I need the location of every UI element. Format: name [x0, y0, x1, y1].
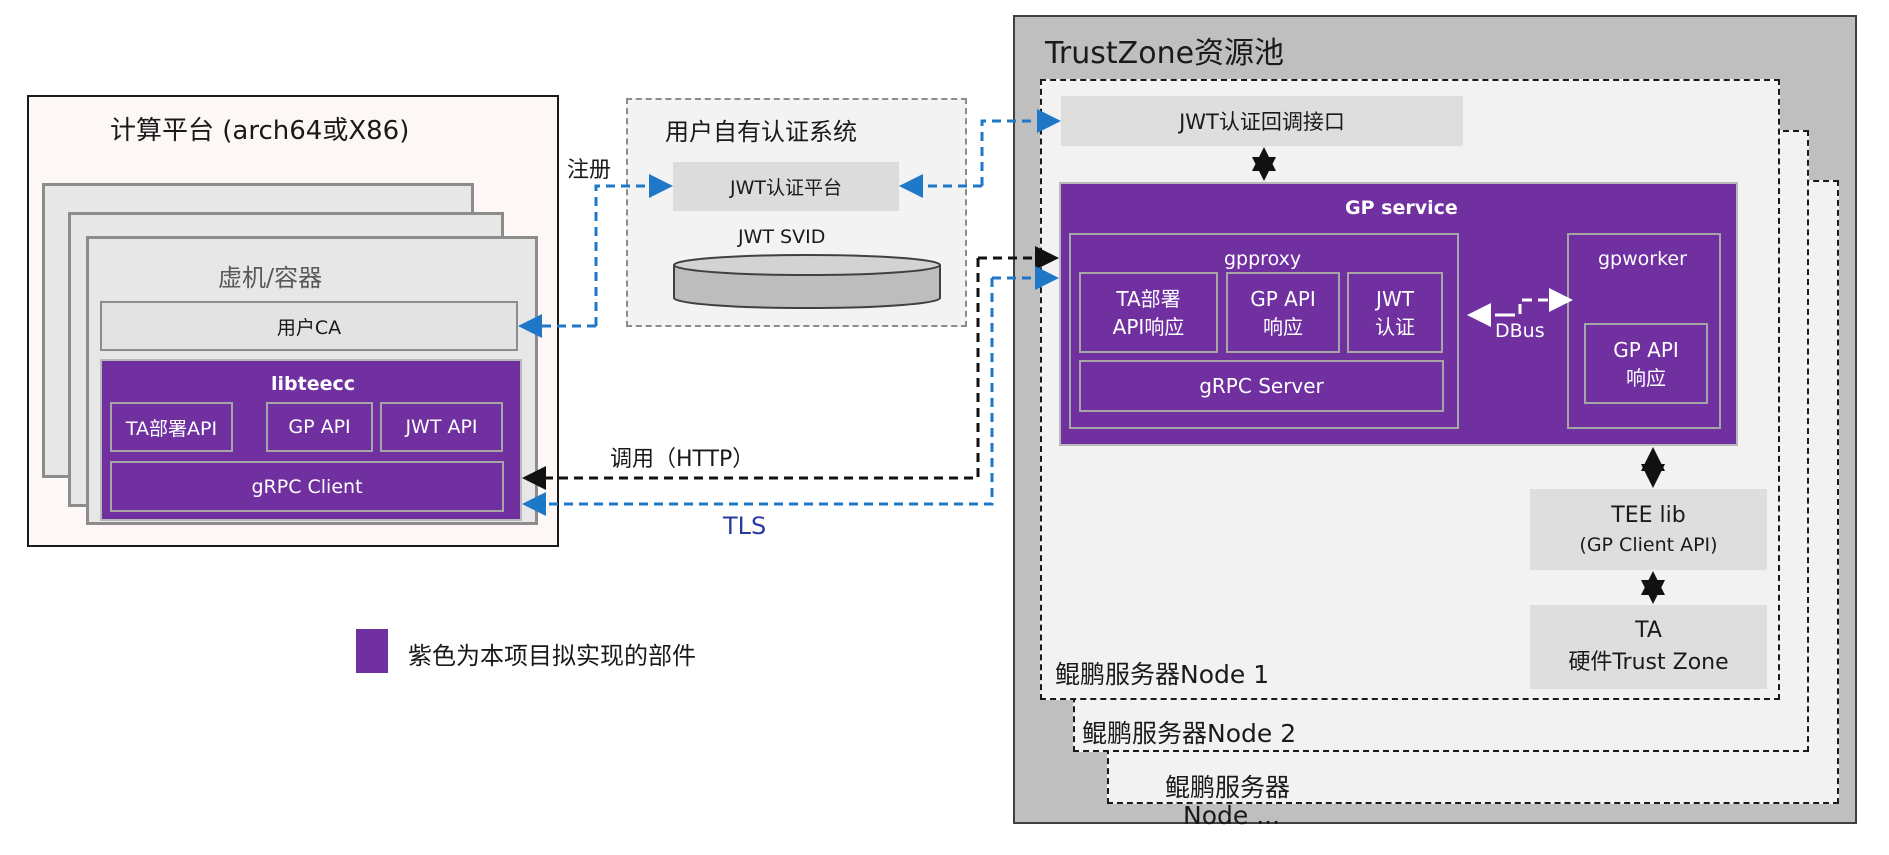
- gpworker-response-line2: 响应: [1626, 365, 1666, 390]
- grpc-client-box: gRPC Client: [110, 461, 504, 512]
- register-label: 注册: [567, 158, 612, 183]
- gp-api-response-line2: 响应: [1263, 314, 1303, 339]
- jwt-auth-module-box: JWT 认证: [1347, 272, 1443, 353]
- gp-api-response-line1: GP API: [1250, 286, 1316, 311]
- legend-swatch: [356, 629, 388, 673]
- grpc-client-label: gRPC Client: [251, 475, 363, 498]
- dbus-label: DBus: [1495, 320, 1545, 342]
- compute-platform-title: 计算平台 (arch64或X86): [110, 116, 410, 146]
- tee-lib-line2: (GP Client API): [1579, 533, 1718, 556]
- ta-deploy-api-box: TA部署API: [110, 402, 233, 452]
- ta-line1: TA: [1635, 618, 1662, 643]
- gpworker-gp-api-response-box: GP API 响应: [1584, 323, 1708, 404]
- node-n-label-line1: 鲲鹏服务器: [1165, 773, 1291, 802]
- jwt-api-box: JWT API: [380, 402, 503, 452]
- user-ca-box: 用户CA: [100, 301, 518, 351]
- gp-api-response-box: GP API 响应: [1226, 272, 1340, 353]
- tee-lib-line1: TEE lib: [1611, 502, 1686, 528]
- ta-line2: 硬件Trust Zone: [1568, 650, 1729, 675]
- node-n-label-line2: Node ...: [1183, 801, 1281, 830]
- jwt-auth-platform-box: JWT认证平台: [673, 162, 899, 211]
- libteecc-box: [100, 359, 522, 521]
- vm-container-label: 虚机/容器: [218, 264, 323, 292]
- gpproxy-box: [1069, 233, 1459, 429]
- ta-deploy-api-label: TA部署API: [125, 417, 218, 440]
- jwt-api-label: JWT API: [405, 416, 478, 438]
- gpworker-box: [1567, 233, 1721, 429]
- jwt-svid-label: JWT SVID: [738, 226, 826, 248]
- jwt-callback-box: JWT认证回调接口: [1061, 96, 1463, 146]
- grpc-server-box: gRPC Server: [1079, 360, 1444, 412]
- node-2-label: 鲲鹏服务器Node 2: [1082, 719, 1297, 748]
- legend-label: 紫色为本项目拟实现的部件: [408, 642, 696, 670]
- libteecc-title: libteecc: [271, 373, 356, 395]
- jwt-auth-module-line2: 认证: [1375, 314, 1415, 339]
- tls-label: TLS: [723, 512, 767, 540]
- ta-deploy-response-line1: TA部署: [1116, 286, 1181, 311]
- gp-service-title: GP service: [1345, 197, 1458, 219]
- node-1-label: 鲲鹏服务器Node 1: [1055, 660, 1270, 689]
- user-ca-label: 用户CA: [276, 316, 342, 339]
- grpc-server-label: gRPC Server: [1199, 374, 1324, 398]
- ta-deploy-response-box: TA部署 API响应: [1079, 272, 1218, 353]
- tee-lib-box: TEE lib (GP Client API): [1530, 489, 1767, 570]
- gp-api-label: GP API: [288, 416, 351, 438]
- jwt-auth-module-line1: JWT: [1376, 286, 1414, 311]
- jwt-callback-label: JWT认证回调接口: [1179, 110, 1345, 134]
- jwt-auth-platform-label: JWT认证平台: [730, 177, 842, 199]
- gpworker-title: gpworker: [1598, 248, 1687, 270]
- gpworker-response-line1: GP API: [1613, 337, 1679, 362]
- ta-deploy-response-line2: API响应: [1112, 314, 1185, 339]
- trustzone-pool-title: TrustZone资源池: [1045, 36, 1285, 71]
- call-http-label: 调用（HTTP）: [610, 447, 755, 472]
- gpproxy-title: gpproxy: [1224, 248, 1302, 270]
- gp-api-box: GP API: [266, 402, 373, 452]
- ta-box: TA 硬件Trust Zone: [1530, 605, 1767, 689]
- auth-system-title: 用户自有认证系统: [665, 118, 857, 146]
